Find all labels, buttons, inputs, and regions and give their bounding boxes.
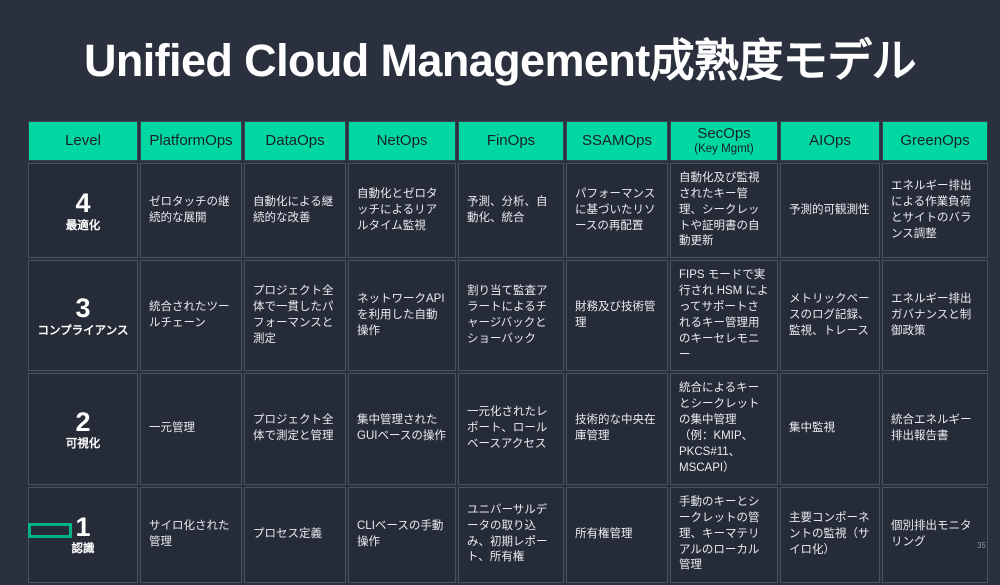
cell-finops-l3: 割り当て監査アラートによるチャージバックとショーバック — [458, 260, 564, 372]
cell-finops-l1: ユニバーサルデータの取り込み、初期レポート、所有権 — [458, 486, 564, 583]
page-number: 35 — [977, 541, 986, 550]
hpe-logo — [28, 523, 72, 538]
column-header-secops: SecOps (Key Mgmt) — [670, 121, 778, 161]
cell-netops-l1: CLIベースの手動操作 — [348, 486, 456, 583]
slide-canvas: Unified Cloud Management成熟度モデル Level Pla… — [28, 35, 988, 583]
column-header-platformops: PlatformOps — [140, 121, 242, 161]
cell-netops-l3: ネットワークAPIを利用した自動操作 — [348, 260, 456, 372]
column-header-label: SSAMOps — [581, 131, 653, 149]
cell-dataops-l1: プロセス定義 — [244, 486, 346, 583]
cell-platformops-l3: 統合されたツールチェーン — [140, 260, 242, 372]
column-header-aiops: AIOps — [780, 121, 880, 161]
cell-dataops-l2: プロジェクト全体で測定と管理 — [244, 373, 346, 485]
column-header-level: Level — [28, 121, 138, 161]
cell-platformops-l2: 一元管理 — [140, 373, 242, 485]
level-number: 1 — [75, 512, 91, 543]
cell-aiops-l2: 集中監視 — [780, 373, 880, 485]
cell-greenops-l1: 個別排出モニタリング — [882, 486, 988, 583]
column-header-label: DataOps — [265, 131, 325, 149]
cell-secops-l1: 手動のキーとシークレットの管理、キーマテリアルのローカル管理 — [670, 486, 778, 583]
cell-ssamops-l3: 財務及び技術管理 — [566, 260, 668, 372]
column-header-label: Level — [65, 131, 101, 149]
column-header-finops: FinOps — [458, 121, 564, 161]
cell-platformops-l4: ゼロタッチの継続的な展開 — [140, 163, 242, 259]
column-header-label: FinOps — [486, 131, 536, 149]
column-header-greenops: GreenOps — [882, 121, 988, 161]
column-header-label: SecOps — [697, 124, 751, 142]
table-header-row: Level PlatformOps DataOps NetOps FinOps … — [28, 121, 988, 161]
level-number: 4 — [75, 188, 91, 219]
cell-platformops-l1: サイロ化された管理 — [140, 486, 242, 583]
cell-secops-l4: 自動化及び監視されたキー管理、シークレットや証明書の自動更新 — [670, 163, 778, 259]
level-number: 2 — [75, 406, 91, 437]
level-name: 最適化 — [65, 219, 101, 232]
table-row: 1 認識 サイロ化された管理 プロセス定義 CLIベースの手動操作 ユニバーサル… — [28, 486, 988, 583]
maturity-matrix-table: Level PlatformOps DataOps NetOps FinOps … — [26, 119, 990, 585]
cell-greenops-l4: エネルギー排出による作業負荷とサイトのバランス調整 — [882, 163, 988, 259]
table-row: 3 コンプライアンス 統合されたツールチェーン プロジェクト全体で一貫したパフォ… — [28, 260, 988, 372]
cell-finops-l2: 一元化されたレポート、ロールベースアクセス — [458, 373, 564, 485]
column-header-ssamops: SSAMOps — [566, 121, 668, 161]
column-header-label: AIOps — [809, 131, 851, 149]
level-indicator-2: 2 可視化 — [28, 373, 138, 485]
column-header-label: NetOps — [376, 131, 428, 149]
page-title: Unified Cloud Management成熟度モデル — [83, 35, 917, 86]
column-header-dataops: DataOps — [244, 121, 346, 161]
cell-secops-l2: 統合によるキーとシークレットの集中管理（例：KMIP、PKCS#11、MSCAP… — [670, 373, 778, 485]
column-header-label: PlatformOps — [149, 131, 233, 149]
cell-ssamops-l1: 所有権管理 — [566, 486, 668, 583]
cell-finops-l4: 予測、分析、自動化、統合 — [458, 163, 564, 259]
cell-netops-l4: 自動化とゼロタッチによるリアルタイム監視 — [348, 163, 456, 259]
column-header-netops: NetOps — [348, 121, 456, 161]
column-header-sublabel: (Key Mgmt) — [694, 143, 754, 156]
table-row: 4 最適化 ゼロタッチの継続的な展開 自動化による継続的な改善 自動化とゼロタッ… — [28, 163, 988, 259]
cell-ssamops-l4: パフォーマンスに基づいたリソースの再配置 — [566, 163, 668, 259]
level-indicator-4: 4 最適化 — [28, 163, 138, 259]
level-name: 認識 — [71, 543, 95, 556]
cell-secops-l3: FIPS モードで実行され HSM によってサポートされるキー管理用のキーセレモ… — [670, 260, 778, 372]
level-name: 可視化 — [65, 437, 101, 450]
cell-netops-l2: 集中管理されたGUIベースの操作 — [348, 373, 456, 485]
cell-ssamops-l2: 技術的な中央在庫管理 — [566, 373, 668, 485]
cell-greenops-l2: 統合エネルギー排出報告書 — [882, 373, 988, 485]
cell-greenops-l3: エネルギー排出ガバナンスと制御政策 — [882, 260, 988, 372]
level-indicator-3: 3 コンプライアンス — [28, 260, 138, 372]
level-number: 3 — [75, 293, 91, 324]
cell-aiops-l4: 予測的可観測性 — [780, 163, 880, 259]
column-header-label: GreenOps — [900, 131, 970, 149]
table-row: 2 可視化 一元管理 プロジェクト全体で測定と管理 集中管理されたGUIベースの… — [28, 373, 988, 485]
level-name: コンプライアンス — [37, 324, 129, 337]
cell-aiops-l3: メトリックベースのログ記録、監視、トレース — [780, 260, 880, 372]
cell-aiops-l1: 主要コンポーネントの監視（サイロ化） — [780, 486, 880, 583]
cell-dataops-l3: プロジェクト全体で一貫したパフォーマンスと測定 — [244, 260, 346, 372]
cell-dataops-l4: 自動化による継続的な改善 — [244, 163, 346, 259]
